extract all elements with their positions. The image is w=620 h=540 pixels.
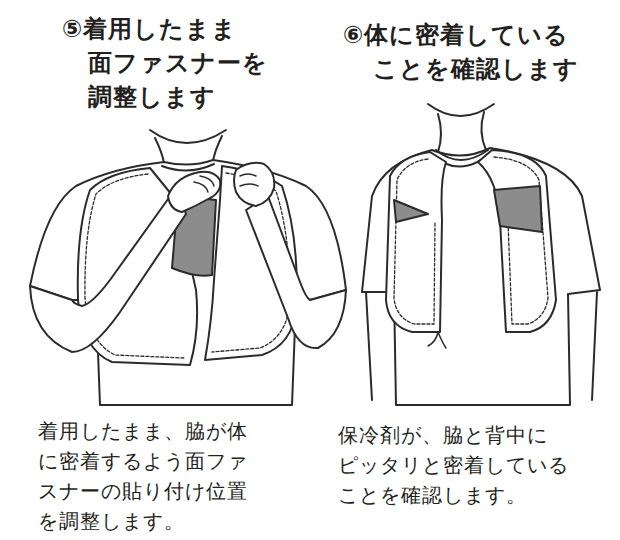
person-standing [362, 104, 600, 405]
cooling-pack [494, 186, 542, 232]
vest-right [478, 150, 556, 332]
hand [234, 163, 274, 206]
left-arm [30, 188, 186, 352]
chin [150, 130, 226, 143]
collar [162, 164, 214, 171]
hand [168, 172, 220, 212]
stitching [394, 159, 435, 324]
right-arm [246, 196, 346, 348]
tie-string [428, 332, 446, 348]
step-description: 着用したまま、脇が体 に密着するよう面ファ スナーの貼り付け位置 を調整します。 [38, 416, 270, 536]
shirt [30, 160, 346, 405]
stitching [494, 157, 548, 324]
step-description: 保冷剤が、脇と背中に ピッタリと密着している ことを確認します。 [338, 420, 588, 510]
neck [438, 112, 486, 152]
shirt [362, 148, 600, 405]
fingers [240, 174, 258, 186]
person-adjusting [30, 130, 346, 405]
cooling-pack [394, 200, 428, 222]
step-heading: ⑥体に密着している ことを確認します [343, 18, 603, 86]
vest-left [386, 152, 446, 332]
neck [155, 136, 222, 163]
fingers [194, 176, 214, 192]
step-heading: ⑤着用したまま 面ファスナーを 調整します [62, 12, 282, 114]
